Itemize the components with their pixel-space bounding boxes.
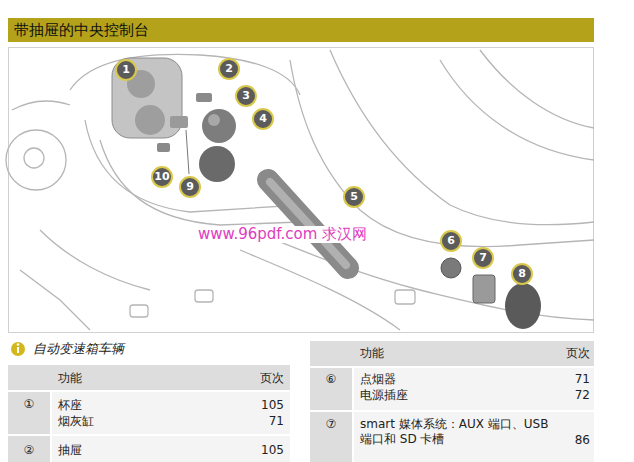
table-cell (310, 412, 352, 462)
table-text: 点烟器 (360, 372, 396, 387)
title-bar (8, 18, 594, 42)
info-icon-bar (17, 347, 19, 353)
info-icon (11, 342, 25, 356)
gear-knob-highlight (208, 114, 220, 126)
table-cell (8, 392, 50, 434)
table-text: 页次 (244, 371, 284, 386)
table-text: 功能 (360, 346, 384, 361)
callout-number: 4 (252, 108, 274, 130)
gear-knob (202, 109, 236, 143)
console-lines (6, 50, 594, 330)
table-cell (354, 412, 594, 462)
table-cell (52, 392, 290, 434)
lighter-symbol (441, 258, 461, 278)
table-text: smart 媒体系统：AUX 端口、USB 端口和 SD 卡槽 (360, 417, 556, 447)
table-header (310, 341, 594, 366)
note-heading: 自动变速箱车辆 (33, 341, 124, 356)
table-text: 电源插座 (360, 388, 408, 403)
table-text: ⑦ (318, 417, 344, 432)
callout-number: 9 (179, 176, 201, 198)
right-table (310, 341, 594, 462)
handbrake-grip (270, 182, 346, 265)
table-text: 71 (550, 372, 590, 387)
table-cell (52, 436, 290, 462)
callout-number: 2 (218, 58, 240, 80)
drawer-symbol (505, 283, 541, 329)
table-text: 页次 (550, 346, 590, 361)
handbrake-lever (268, 180, 348, 268)
info-icon-dot (17, 343, 19, 345)
port-symbol (473, 275, 495, 303)
table-cell (8, 436, 50, 462)
button-symbol (196, 93, 212, 102)
table-text: 抽屉 (58, 443, 82, 458)
table-text: ⑥ (318, 372, 344, 387)
callout-number: 5 (343, 186, 365, 208)
table-text: 杯座 (58, 398, 82, 413)
illustration-frame (9, 48, 594, 333)
table-header (8, 365, 290, 390)
callout-number: 6 (440, 230, 462, 252)
table-text: ② (16, 443, 42, 458)
table-text: 烟灰缸 (58, 414, 94, 429)
table-text: 105 (244, 398, 284, 413)
table-cell (310, 368, 352, 410)
callout-number: 7 (472, 247, 494, 269)
left-table (8, 365, 290, 462)
title-text: 带抽屉的中央控制台 (14, 21, 149, 39)
callout-number: 3 (235, 85, 257, 107)
table-text: 86 (550, 433, 590, 448)
cup-holder-hole (135, 105, 165, 135)
button-symbol (157, 143, 170, 152)
gear-boot (199, 146, 235, 182)
table-text: 105 (244, 443, 284, 458)
callout-number: 10 (151, 166, 173, 188)
watermark: www.96pdf.com 求汉网 (196, 226, 369, 243)
table-text: 72 (550, 388, 590, 403)
leader-line (186, 130, 189, 174)
button-symbol (170, 116, 188, 128)
table-cell (354, 368, 594, 410)
callout-number: 1 (115, 59, 137, 81)
table-text: 71 (244, 414, 284, 429)
callout-number: 8 (511, 263, 533, 285)
table-text: 功能 (58, 371, 82, 386)
table-text: ① (16, 397, 42, 412)
